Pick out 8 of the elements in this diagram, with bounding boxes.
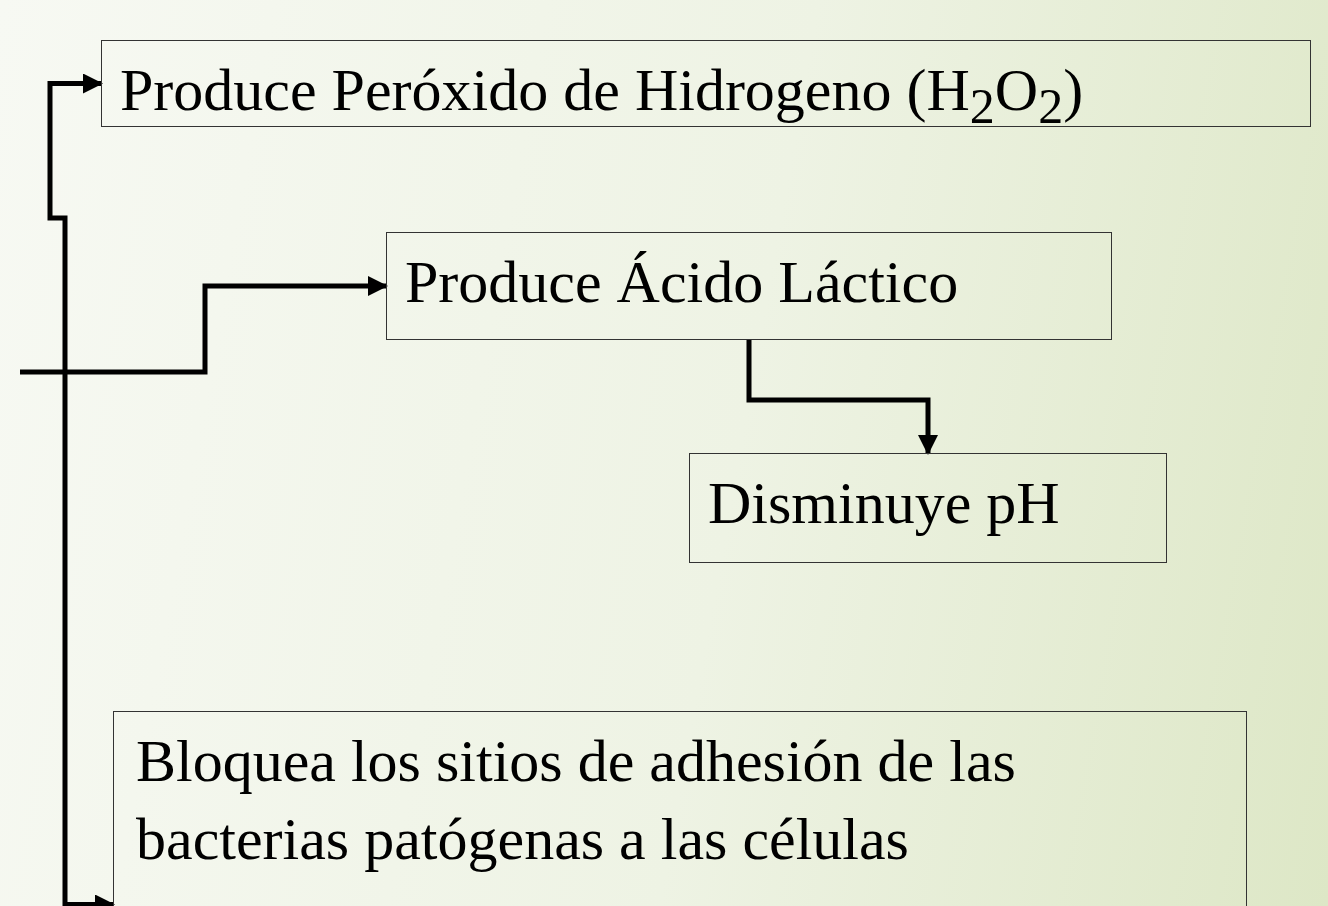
arrow (62, 565, 115, 906)
process-box: Produce Ácido Láctico (386, 232, 1112, 340)
process-box: Disminuye pH (689, 453, 1167, 563)
arrow (746, 340, 938, 455)
process-box: Produce Peróxido de Hidrogeno (H$_{2}$O$_{2}$) (101, 40, 1311, 127)
process-box: Bloquea los sitios de adhesión de las bacterias patógenas a las células (113, 711, 1247, 906)
arrow (20, 276, 388, 375)
arrow (47, 73, 103, 565)
